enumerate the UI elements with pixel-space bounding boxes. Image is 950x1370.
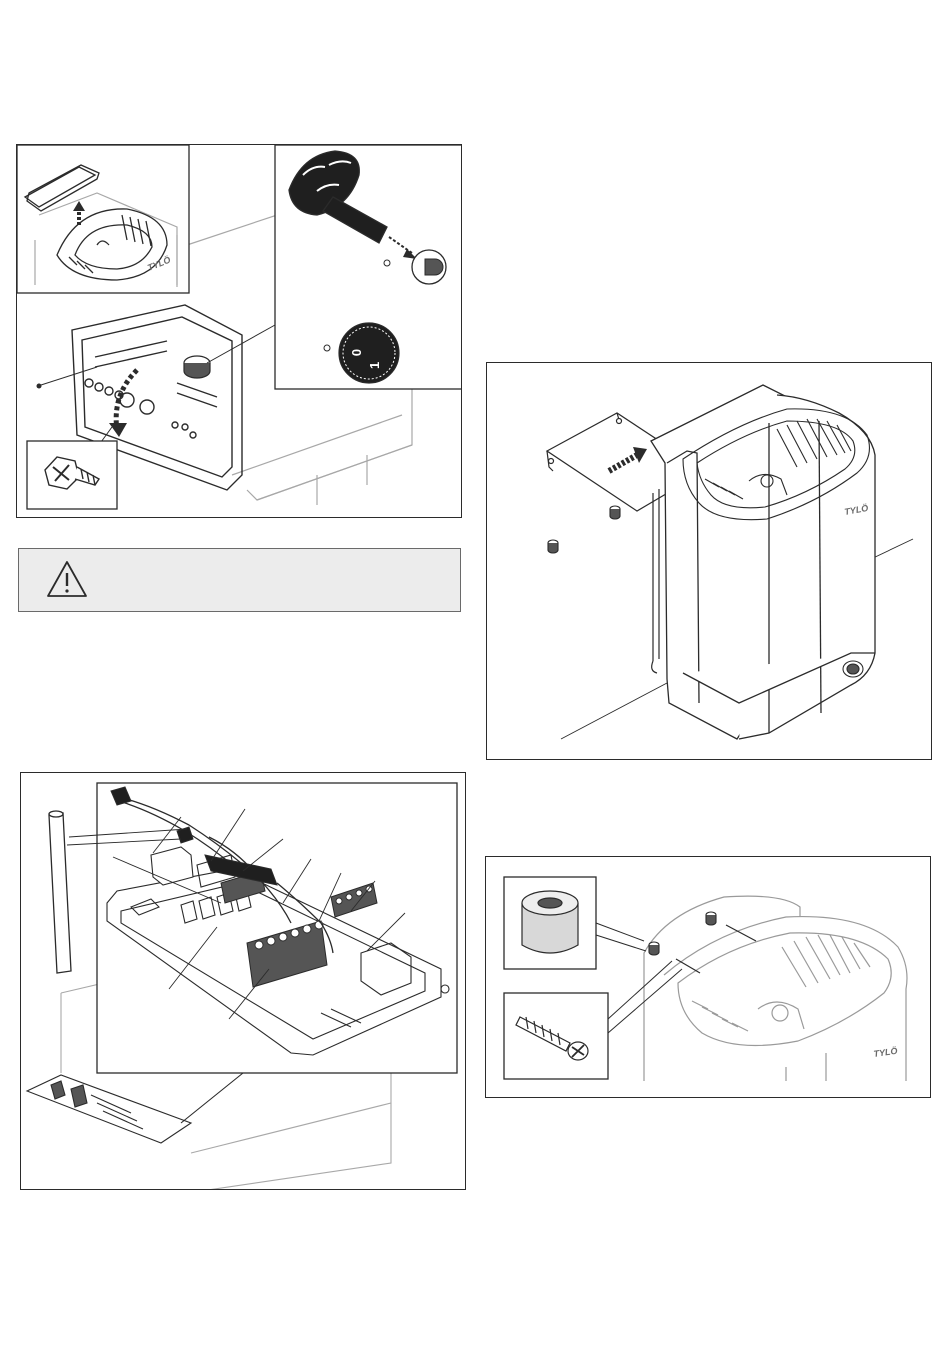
wall-mounting-illustration: TYLÖ [487,363,932,760]
warning-notice-box [18,548,461,612]
figure-wiring-board [20,772,466,1190]
warning-triangle-icon [45,559,89,599]
figure-spacers-screws: TYLÖ [485,856,931,1098]
control-panel-illustration: TYLÖ 0 1 [17,145,462,518]
spacers-screws-illustration: TYLÖ [486,857,931,1098]
figure-wall-mounting: TYLÖ [486,362,932,760]
wiring-board-illustration [21,773,466,1190]
figure-control-panel-removal: TYLÖ 0 1 [16,144,462,518]
knob-off-label: 0 [349,349,364,356]
knob-on-label: 1 [367,362,382,369]
